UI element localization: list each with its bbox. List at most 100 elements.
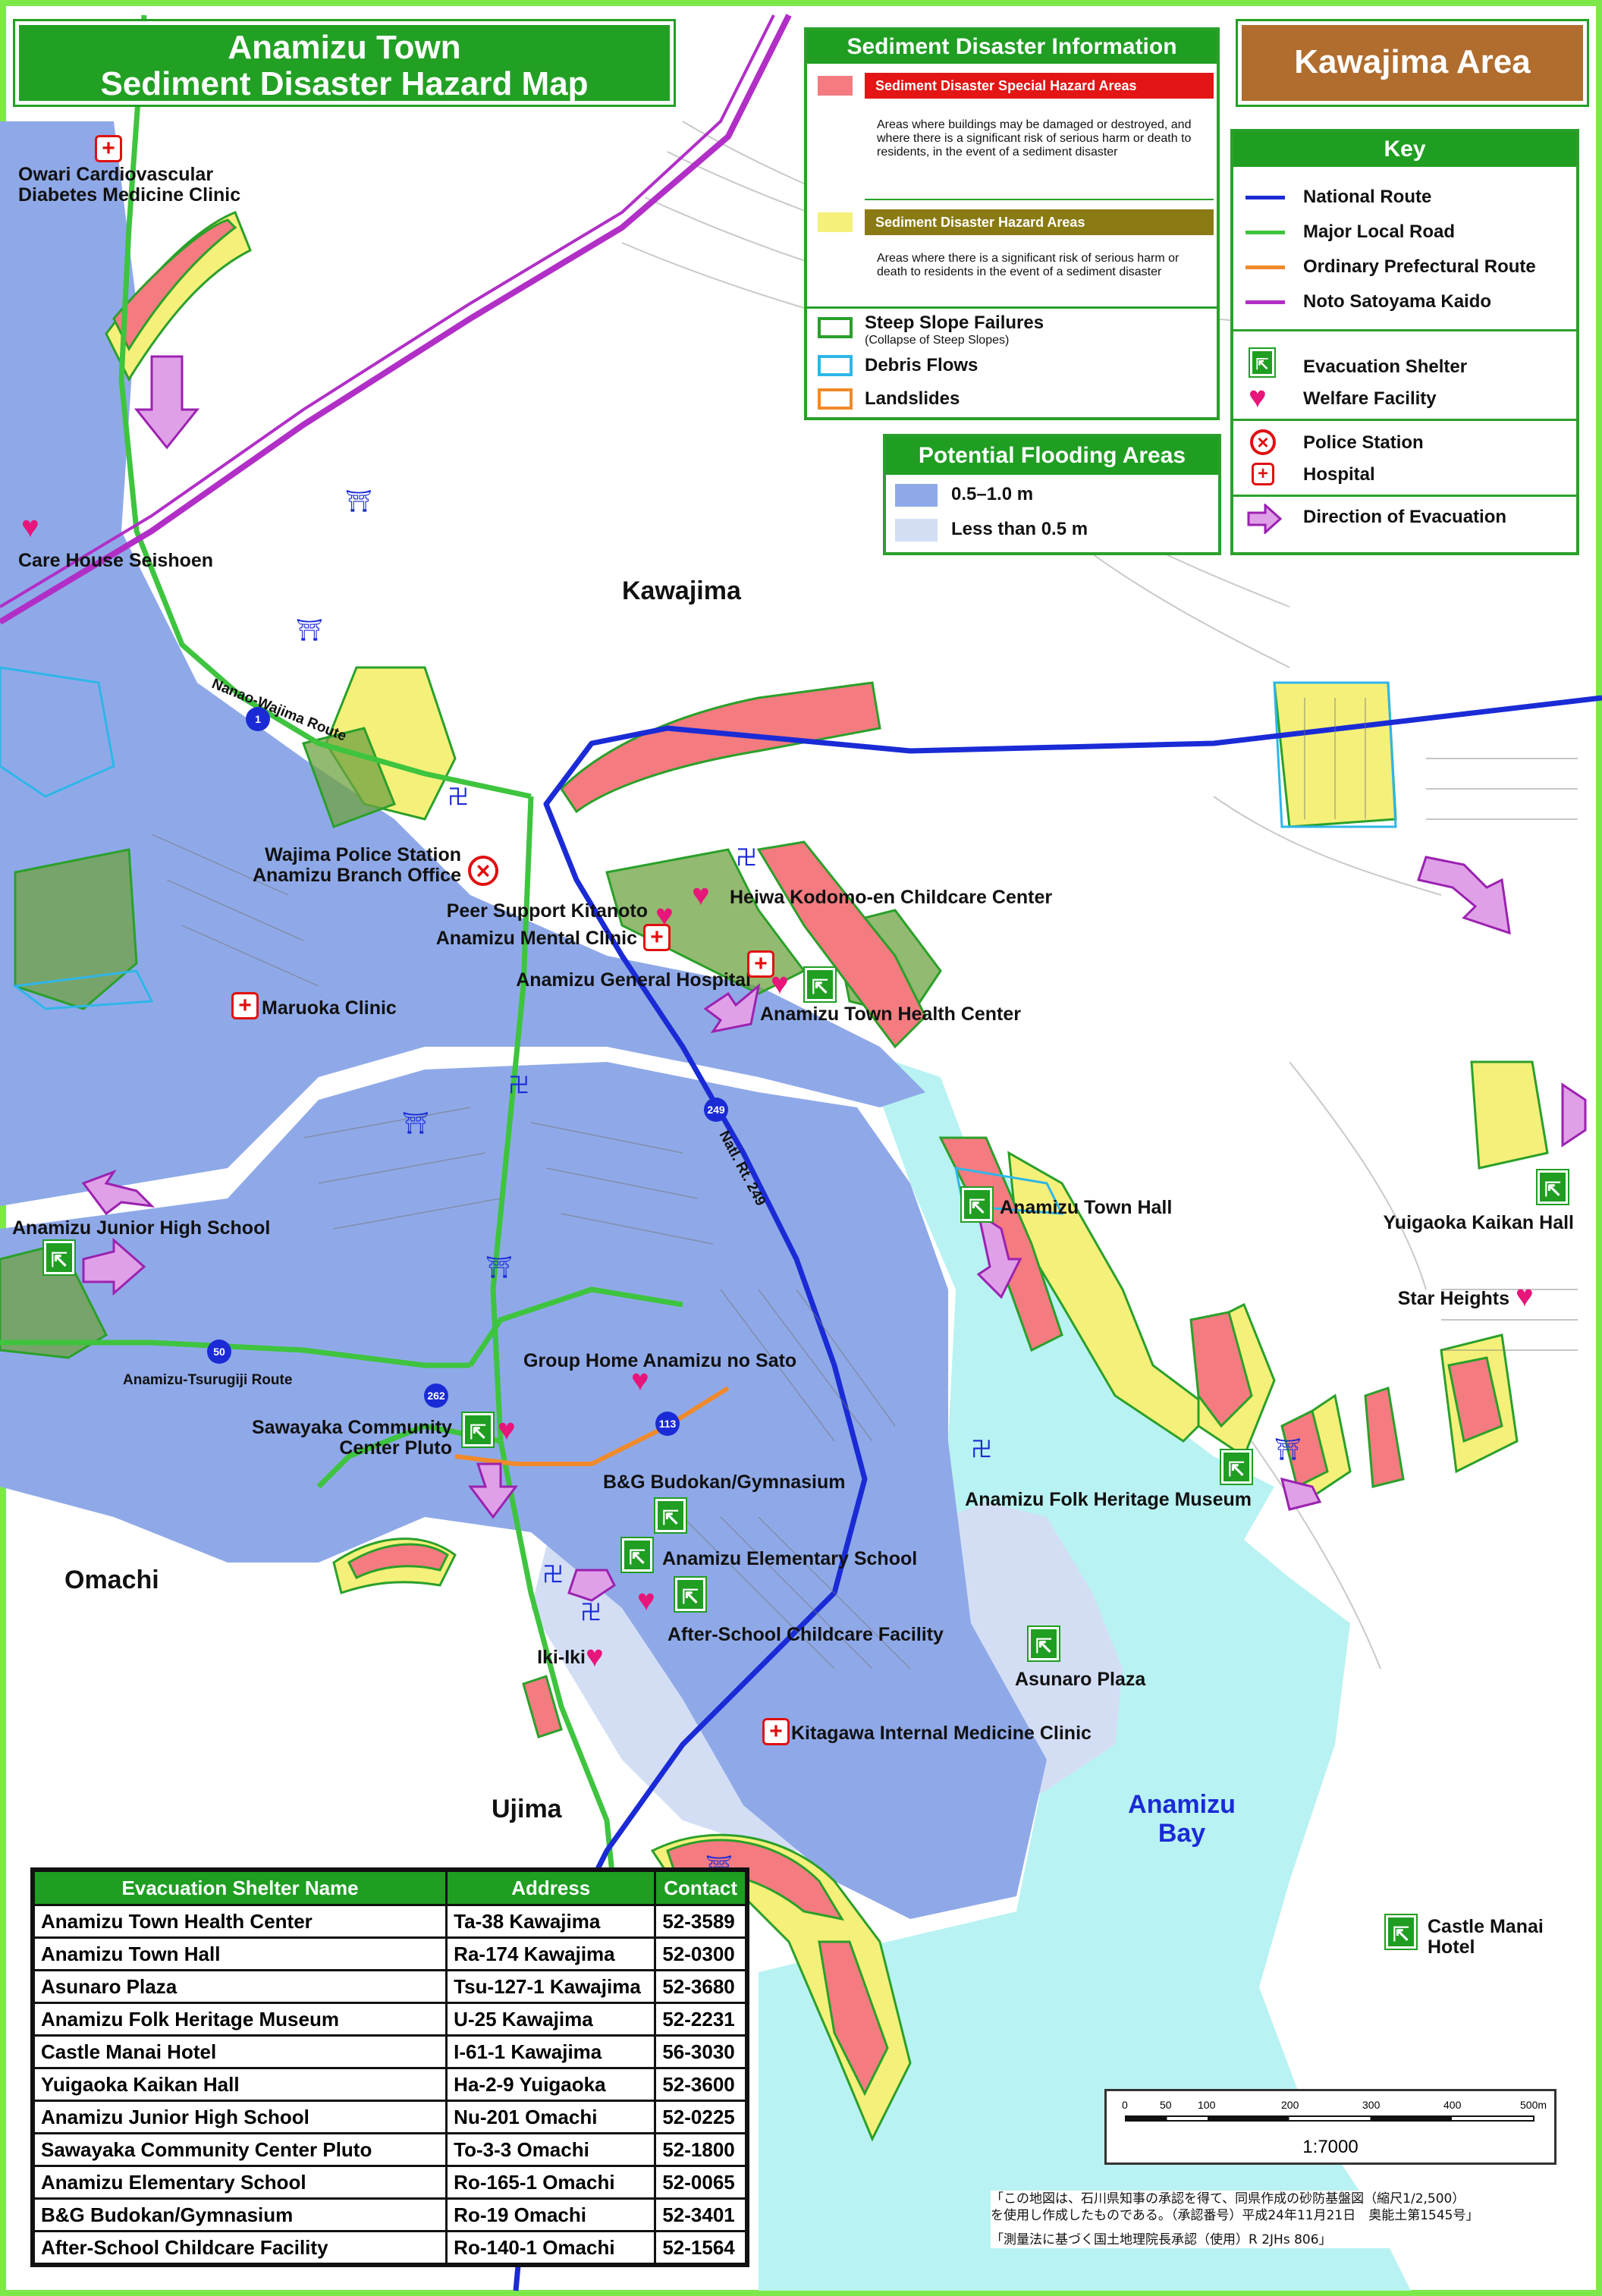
label-heiwa: Heiwa Kodomo-en Childcare Center bbox=[730, 887, 1052, 908]
evacuation-shelter-icon: ⇱ bbox=[1249, 347, 1276, 378]
evacuation-arrow bbox=[1417, 856, 1511, 935]
map-title-line1: Anamizu Town bbox=[228, 29, 461, 66]
hazard-description: Areas where there is a significant risk … bbox=[877, 252, 1180, 278]
welfare-icon-general-hospital[interactable]: ♥ bbox=[771, 967, 789, 1000]
temple-icon: 卍 bbox=[542, 1562, 564, 1587]
welfare-icon-ikiiki[interactable]: ♥ bbox=[586, 1640, 604, 1673]
map-labels: Owari Cardiovascular Diabetes Medicine C… bbox=[12, 164, 1574, 1958]
welfare-icon-group-home[interactable]: ♥ bbox=[631, 1364, 649, 1397]
route-shield-262-label: 262 bbox=[427, 1390, 445, 1402]
debris-flow-swatch bbox=[818, 355, 853, 376]
route-shield-1-label: 1 bbox=[255, 713, 261, 725]
evacuation-shelter-icon-after-school[interactable]: ⇱ bbox=[674, 1576, 707, 1613]
route-shield-249 bbox=[704, 1098, 728, 1122]
label-bay-line2: Bay bbox=[1158, 1819, 1205, 1848]
label-star-heights: Star Heights bbox=[1398, 1288, 1509, 1309]
shrine-temple-markers: ⛩ ⛩ 卍 卍 卍 ⛩ ⛩ 卍 卍 卍 ⛩ ⛩ bbox=[296, 488, 1302, 1879]
evacuation-arrow bbox=[703, 983, 761, 1034]
shelter-address: Ro-19 Omachi bbox=[445, 2197, 657, 2232]
hospital-label: Hospital bbox=[1303, 464, 1375, 485]
shelter-name: Asunaro Plaza bbox=[32, 1969, 448, 2004]
evacuation-shelter-icon-yuigaoka[interactable]: ⇱ bbox=[1536, 1169, 1569, 1205]
map-credits: 「この地図は、石川県知事の承認を得て、同県作成の砂防基盤図（縮尺1/2,500）… bbox=[991, 2191, 1582, 2248]
evacuation-shelter-icon-asunaro[interactable]: ⇱ bbox=[1027, 1625, 1060, 1662]
area-name-badge: Kawajima Area bbox=[1236, 19, 1589, 107]
credit-line-2: を使用し作成したものである。（承認番号）平成24年11月21日 奥能土第1545… bbox=[991, 2208, 1479, 2223]
shelter-address: Ha-2-9 Yuigaoka bbox=[445, 2067, 657, 2102]
flood-shallow-swatch bbox=[895, 519, 938, 542]
shelter-contact: 52-0065 bbox=[654, 2165, 747, 2200]
label-yuigaoka: Yuigaoka Kaikan Hall bbox=[1384, 1212, 1575, 1233]
evacuation-arrow bbox=[1280, 1477, 1322, 1511]
evacuation-shelter-icon-health-center[interactable]: ⇱ bbox=[803, 966, 837, 1003]
police-station-icon[interactable]: × bbox=[468, 856, 498, 886]
route-shield-249-label: 249 bbox=[707, 1104, 725, 1116]
route-shield-50 bbox=[207, 1340, 231, 1364]
evacuation-shelter-icon-junior-high[interactable]: ⇱ bbox=[42, 1239, 76, 1276]
shelter-name: Yuigaoka Kaikan Hall bbox=[32, 2067, 448, 2102]
welfare-facility-icon: ♥ bbox=[1249, 381, 1267, 414]
hospital-icon-maruoka[interactable]: + bbox=[231, 992, 259, 1019]
welfare-icon-care-house[interactable]: ♥ bbox=[21, 510, 39, 544]
scale-bar-line bbox=[1125, 2115, 1534, 2122]
label-junior-high: Anamizu Junior High School bbox=[12, 1217, 270, 1239]
key-legend: Key National Route Major Local Road Ordi… bbox=[1230, 129, 1579, 555]
evacuation-shelter-icon-town-hall[interactable]: ⇱ bbox=[960, 1186, 994, 1223]
welfare-icon-sawayaka[interactable]: ♥ bbox=[498, 1413, 516, 1446]
shelter-name: B&G Budokan/Gymnasium bbox=[32, 2197, 448, 2232]
welfare-icon-peer-support[interactable]: ♥ bbox=[655, 899, 674, 932]
steep-slope-swatch bbox=[818, 317, 853, 338]
column-header-address: Address bbox=[445, 1870, 657, 1906]
flooding-title: Potential Flooding Areas bbox=[886, 437, 1218, 475]
label-police-line2: Anamizu Branch Office bbox=[253, 865, 461, 886]
shelter-address: I-61-1 Kawajima bbox=[445, 2034, 657, 2069]
hospital-icon-mental-clinic[interactable]: + bbox=[643, 924, 671, 951]
shrine-icon: ⛩ bbox=[296, 617, 323, 642]
label-bay-line1: Anamizu bbox=[1128, 1790, 1236, 1819]
scale-ratio: 1:7000 bbox=[1302, 2137, 1359, 2157]
scale-bar: 0 50 100 200 300 400 500m 1:7000 bbox=[1104, 2089, 1556, 2165]
evacuation-shelter-icon-bg[interactable]: ⇱ bbox=[654, 1497, 687, 1534]
route-shield-labels: 1 249 50 262 113 bbox=[213, 713, 725, 1430]
temple-icon: 卍 bbox=[448, 784, 469, 809]
hospital-icon-owari[interactable]: + bbox=[95, 135, 122, 162]
welfare-icon-star-heights[interactable]: ♥ bbox=[1516, 1280, 1534, 1313]
shrine-icon: ⛩ bbox=[1274, 1437, 1302, 1462]
hazard-label: Sediment Disaster Hazard Areas bbox=[865, 209, 1214, 235]
temple-icon: 卍 bbox=[971, 1437, 992, 1462]
hospital-icon-general[interactable]: + bbox=[747, 950, 774, 978]
label-elementary: Anamizu Elementary School bbox=[662, 1548, 917, 1569]
steep-slope-sublabel: (Collapse of Steep Slopes) bbox=[865, 334, 1010, 347]
label-health-center: Anamizu Town Health Center bbox=[760, 1004, 1021, 1025]
shelter-name: Sawayaka Community Center Pluto bbox=[32, 2132, 448, 2167]
special-hazard-description: Areas where buildings may be damaged or … bbox=[877, 118, 1192, 159]
evacuation-shelter-icon-elementary[interactable]: ⇱ bbox=[620, 1537, 654, 1573]
evacuation-shelter-icon-sawayaka[interactable]: ⇱ bbox=[461, 1412, 495, 1448]
label-maruoka: Maruoka Clinic bbox=[262, 997, 397, 1019]
evacuation-shelter-icon-folk-museum[interactable]: ⇱ bbox=[1220, 1449, 1253, 1485]
shelter-address: Tsu-127-1 Kawajima bbox=[445, 1969, 657, 2004]
welfare-facility-label: Welfare Facility bbox=[1303, 388, 1437, 409]
evacuation-arrow bbox=[567, 1569, 616, 1602]
evacuation-arrow bbox=[81, 1169, 155, 1216]
welfare-icon-heiwa[interactable]: ♥ bbox=[692, 878, 710, 912]
welfare-icon-after-school[interactable]: ♥ bbox=[637, 1584, 655, 1617]
hospital-icon-kitagawa[interactable]: + bbox=[762, 1718, 790, 1745]
shelter-contact: 52-1564 bbox=[654, 2230, 747, 2265]
temple-icon: 卍 bbox=[508, 1073, 529, 1098]
route-shields bbox=[207, 707, 728, 1436]
label-tsurugiji-route: Anamizu-Tsurugiji Route bbox=[123, 1372, 292, 1388]
label-kitagawa: Kitagawa Internal Medicine Clinic bbox=[791, 1723, 1092, 1744]
evacuation-shelter-icon-castle-manai[interactable]: ⇱ bbox=[1384, 1914, 1418, 1950]
